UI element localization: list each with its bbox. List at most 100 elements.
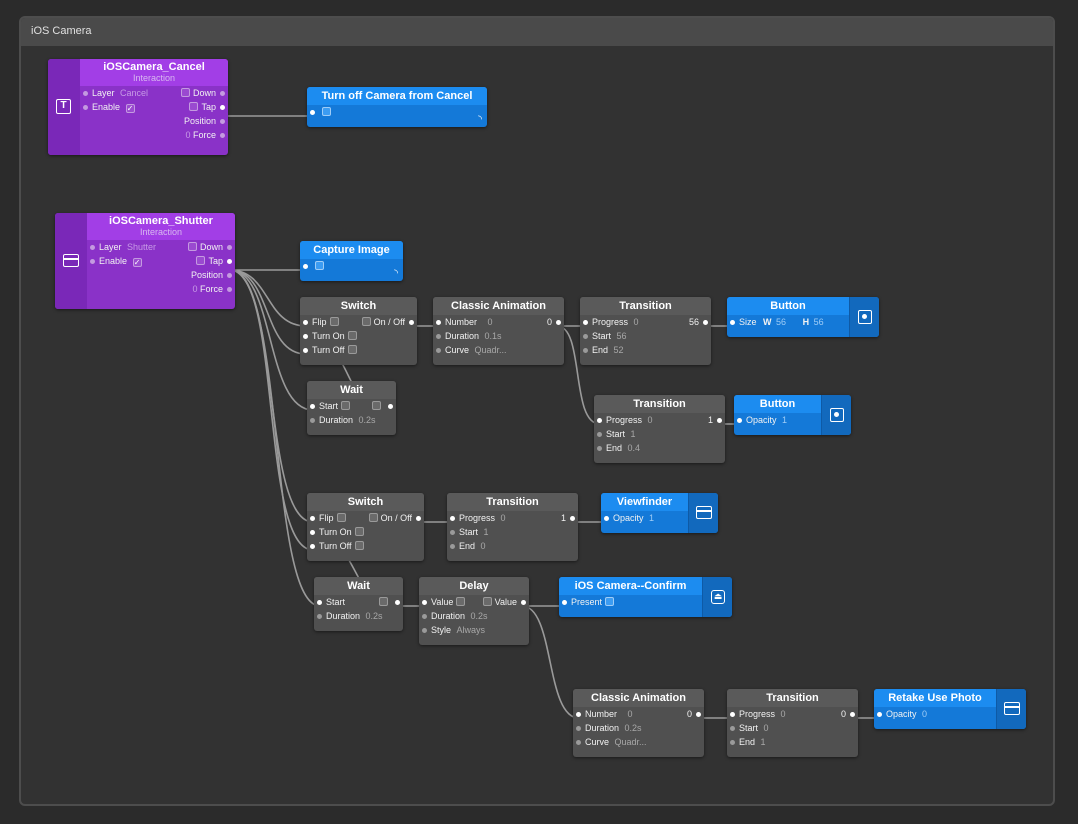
tap-checkbox[interactable]: [189, 102, 199, 111]
node-title: Switch: [300, 297, 417, 315]
port-end[interactable]: End 0.4: [594, 441, 725, 455]
port-curve[interactable]: Curve Quadr...: [433, 343, 564, 357]
port-opacity[interactable]: Opacity 0: [874, 707, 996, 721]
layer-node-button-size[interactable]: Button Size W 56 H 56: [727, 297, 879, 337]
node-title: Transition: [447, 493, 578, 511]
port-position[interactable]: Position: [87, 268, 235, 282]
signal-icon: ◝: [478, 114, 482, 125]
port-end[interactable]: End 52: [580, 343, 711, 357]
wait-node-1[interactable]: Wait Start Duration 0.2s: [307, 381, 396, 435]
port-present[interactable]: Present: [559, 595, 702, 609]
layer-node-camera-confirm[interactable]: iOS Camera--Confirm Present ⏏: [559, 577, 732, 617]
node-title: Button: [734, 395, 821, 413]
node-title: Delay: [419, 577, 529, 595]
node-title: Classic Animation: [573, 689, 704, 707]
group-title: iOS Camera: [31, 25, 92, 37]
port-force[interactable]: 0 Force: [80, 128, 228, 142]
node-title: Wait: [307, 381, 396, 399]
enable-checkbox[interactable]: ✓: [132, 258, 142, 267]
port-trigger[interactable]: [307, 105, 487, 119]
port-duration[interactable]: Duration 0.1s: [433, 329, 564, 343]
tap-checkbox[interactable]: [196, 256, 206, 265]
command-node-capture-image[interactable]: Capture Image ◝: [300, 241, 403, 281]
port-turn-on[interactable]: Turn On: [307, 525, 424, 539]
port-opacity[interactable]: Opacity 1: [734, 413, 821, 427]
port-position[interactable]: Position: [80, 114, 228, 128]
port-enable[interactable]: Enable ✓Tap: [87, 254, 235, 268]
layer-node-button-opacity[interactable]: Button Opacity 1: [734, 395, 851, 435]
group-header[interactable]: iOS Camera: [21, 18, 1053, 46]
present-icon: ⏏: [711, 590, 725, 604]
port-start[interactable]: Start 0: [727, 721, 858, 735]
port-end[interactable]: End 0: [447, 539, 578, 553]
port-size[interactable]: Size W 56 H 56: [727, 315, 849, 329]
node-title: iOS Camera--Confirm: [559, 577, 702, 595]
port-enable[interactable]: Enable ✓Tap: [80, 100, 228, 114]
folder-icon: [1004, 702, 1020, 715]
node-title: Transition: [580, 297, 711, 315]
port-start[interactable]: Start: [314, 595, 403, 609]
folder-icon: [696, 506, 712, 519]
node-title: Wait: [314, 577, 403, 595]
port-turn-off[interactable]: Turn Off: [307, 539, 424, 553]
wait-node-2[interactable]: Wait Start Duration 0.2s: [314, 577, 403, 631]
trigger-checkbox[interactable]: [322, 107, 331, 116]
port-start[interactable]: Start 1: [594, 427, 725, 441]
port-duration[interactable]: Duration 0.2s: [419, 609, 529, 623]
trigger-checkbox[interactable]: [315, 261, 324, 270]
node-title: Retake Use Photo: [874, 689, 996, 707]
command-node-turn-off-camera[interactable]: Turn off Camera from Cancel ◝: [307, 87, 487, 127]
port-curve[interactable]: Curve Quadr...: [573, 735, 704, 749]
port-turn-on[interactable]: Turn On: [300, 329, 417, 343]
node-title: Transition: [594, 395, 725, 413]
layer-group-icon-box: [55, 213, 87, 309]
port-duration[interactable]: Duration 0.2s: [314, 609, 403, 623]
port-duration[interactable]: Duration 0.2s: [307, 413, 396, 427]
node-title: Button: [727, 297, 849, 315]
node-title: Turn off Camera from Cancel: [307, 87, 487, 105]
port-start[interactable]: Start 1: [447, 525, 578, 539]
layer-node-viewfinder[interactable]: Viewfinder Opacity 1: [601, 493, 718, 533]
group-layer-icon-box: [688, 493, 718, 533]
enable-checkbox[interactable]: ✓: [125, 104, 135, 113]
down-checkbox[interactable]: [180, 88, 190, 97]
port-start[interactable]: Start 56: [580, 329, 711, 343]
port-force[interactable]: 0 Force: [87, 282, 235, 296]
node-title: Classic Animation: [433, 297, 564, 315]
port-start[interactable]: Start: [307, 399, 396, 413]
text-layer-icon: T: [56, 99, 71, 114]
present-icon-box: ⏏: [702, 577, 732, 617]
port-end[interactable]: End 1: [727, 735, 858, 749]
port-trigger[interactable]: [300, 259, 403, 273]
port-duration[interactable]: Duration 0.2s: [573, 721, 704, 735]
port-opacity[interactable]: Opacity 1: [601, 511, 688, 525]
down-checkbox[interactable]: [187, 242, 197, 251]
layer-node-retake-use-photo[interactable]: Retake Use Photo Opacity 0: [874, 689, 1026, 729]
port-style[interactable]: Style Always: [419, 623, 529, 637]
port-turn-off[interactable]: Turn Off: [300, 343, 417, 357]
